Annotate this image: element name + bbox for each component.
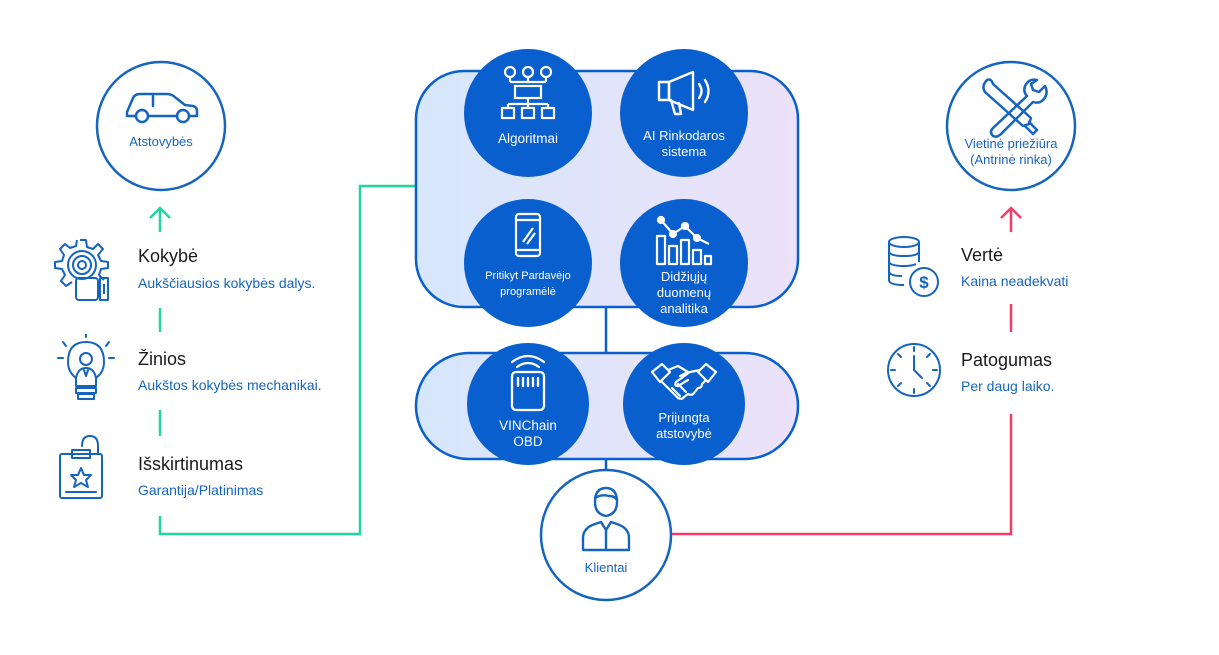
clients-node[interactable]: Klientai [539, 468, 673, 602]
local-service-label-1: Vietinė priežiūra [965, 136, 1059, 151]
connected-dealer-label-2: atstovybė [656, 426, 712, 441]
seller-app-label-1: Pritikyt Pardavėjo [485, 270, 571, 282]
ai-marketing-node[interactable]: AI Rinkodaros sistema [619, 48, 749, 178]
handshake-icon [650, 362, 718, 400]
algorithms-label: Algoritmai [498, 131, 558, 146]
vinchain-label-2: OBD [513, 434, 543, 449]
clients-label: Klientai [585, 560, 628, 575]
green-arrow-up [149, 206, 171, 219]
quality-title: Kokybė [138, 246, 199, 266]
knowledge-title: Žinios [138, 349, 187, 369]
green-connector-to-platform [158, 184, 416, 536]
smartphone-icon [514, 212, 542, 258]
value-subtitle: Kaina neadekvati [961, 273, 1069, 289]
convenience-subtitle: Per daug laiko. [961, 378, 1055, 394]
obd-device-icon [510, 354, 546, 412]
gear-quality-icon [54, 239, 109, 301]
lightbulb-person-icon [57, 334, 115, 400]
coins-dollar-icon: $ [888, 236, 939, 297]
bar-chart-trend-icon [655, 215, 713, 266]
big-data-label-1: Didžiųjų [661, 269, 707, 284]
big-data-node[interactable]: Didžiųjų duomenų analitika [619, 198, 749, 328]
convenience-title: Patogumas [961, 350, 1053, 370]
dealers-label: Atstovybės [129, 134, 193, 149]
flowchart-icon [500, 65, 556, 120]
user-icon [581, 486, 631, 552]
svg-text:$: $ [919, 273, 929, 292]
seller-app-label-2: programėlė [500, 286, 556, 298]
car-icon [125, 92, 199, 124]
local-service-node[interactable]: Vietinė priežiūra (Antrinė rinka) [945, 60, 1077, 192]
wrench-screwdriver-icon [982, 78, 1048, 138]
megaphone-icon [657, 70, 710, 116]
connected-dealer-node[interactable]: Prijungta atstovybė [622, 342, 746, 466]
vinchain-label-1: VINChain [499, 418, 557, 433]
clock-icon [887, 343, 941, 397]
local-service-label-2: (Antrinė rinka) [970, 152, 1052, 167]
connected-dealer-label-1: Prijungta [658, 410, 710, 425]
pink-arrow-up [1000, 206, 1022, 219]
algorithms-node[interactable]: Algoritmai [463, 48, 593, 178]
badge-star-icon [59, 435, 103, 499]
exclusivity-subtitle: Garantija/Platinimas [138, 482, 264, 498]
vinchain-node[interactable]: VINChain OBD [466, 342, 590, 466]
ai-marketing-label-1: AI Rinkodaros [643, 128, 725, 143]
dealers-node[interactable]: Atstovybės [95, 60, 227, 192]
quality-subtitle: Aukščiausios kokybės dalys. [138, 275, 316, 291]
knowledge-subtitle: Aukštos kokybės mechanikai. [138, 377, 322, 393]
big-data-label-2: duomenų [657, 285, 711, 300]
pink-connector-to-clients [670, 414, 1013, 536]
seller-app-node[interactable]: Pritikyt Pardavėjo programėlė [463, 198, 593, 328]
value-title: Vertė [961, 245, 1004, 265]
big-data-label-3: analitika [660, 301, 708, 316]
exclusivity-title: Išskirtinumas [138, 454, 244, 474]
ai-marketing-label-2: sistema [662, 144, 708, 159]
